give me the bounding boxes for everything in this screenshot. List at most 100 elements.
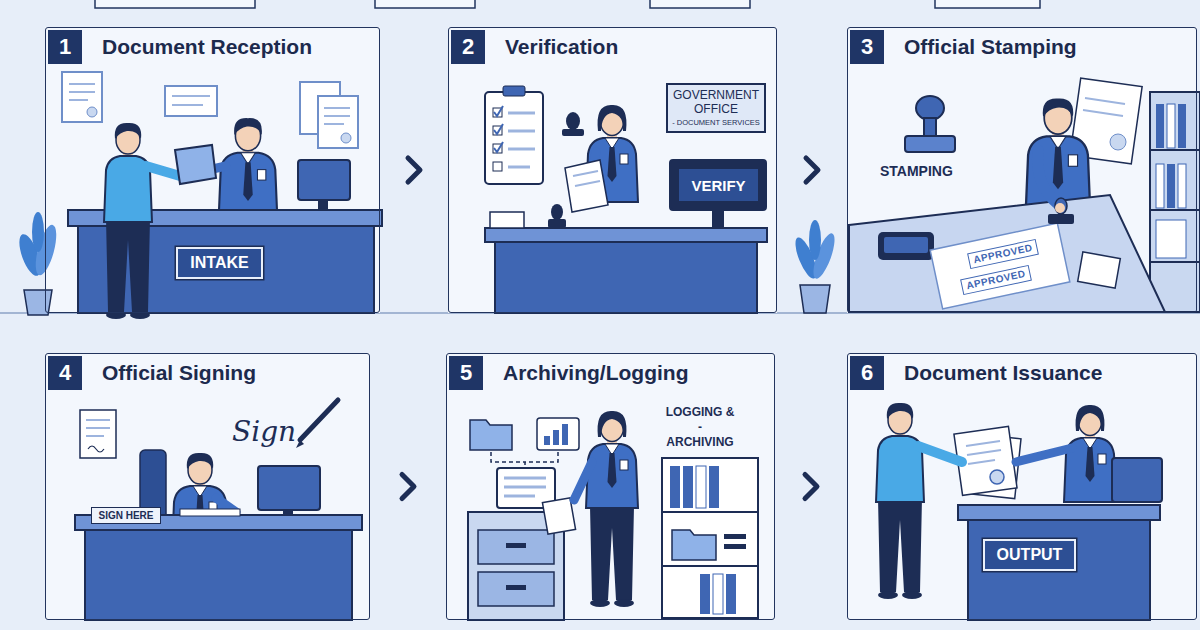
screen-box: VERIFY bbox=[679, 169, 758, 201]
archiving-scene bbox=[726, 574, 736, 614]
verification-scene bbox=[575, 181, 600, 186]
archiving-scene bbox=[478, 572, 554, 606]
reception-scene bbox=[341, 133, 351, 143]
stamping-scene bbox=[930, 223, 1070, 309]
step-panel: 2VerificationGOVERNMENT OFFICE- DOCUMENT… bbox=[448, 27, 777, 313]
reception-scene bbox=[15, 72, 382, 319]
archiving-scene bbox=[700, 574, 710, 614]
archiving-scene bbox=[574, 462, 592, 500]
verification-scene bbox=[800, 285, 830, 313]
reception-scene bbox=[62, 72, 102, 122]
verification-scene bbox=[508, 148, 535, 151]
step-number: 6 bbox=[850, 356, 884, 390]
stamping-scene bbox=[1150, 92, 1200, 312]
archiving-scene bbox=[478, 530, 554, 564]
reception-scene bbox=[318, 96, 358, 148]
background bbox=[935, 0, 1040, 8]
flow-arrow bbox=[380, 158, 448, 182]
step-number: 3 bbox=[850, 30, 884, 64]
signing-scene bbox=[258, 466, 320, 510]
background bbox=[650, 0, 750, 8]
stamping-scene bbox=[1156, 220, 1186, 258]
connector-line bbox=[370, 486, 446, 488]
step-number: 1 bbox=[48, 30, 82, 64]
reception-scene bbox=[24, 290, 52, 315]
issuance-scene bbox=[967, 450, 1001, 455]
verification-scene bbox=[712, 210, 724, 228]
archiving-scene bbox=[506, 585, 526, 590]
archiving-scene bbox=[724, 534, 746, 539]
stamping-scene bbox=[916, 96, 944, 120]
flow-arrow bbox=[370, 475, 446, 499]
stamping-scene bbox=[1078, 252, 1121, 288]
signing-scene bbox=[180, 509, 240, 516]
signing-scene bbox=[296, 440, 304, 448]
box-label: OUTPUT bbox=[997, 546, 1063, 564]
archiving-scene bbox=[662, 565, 758, 567]
issuance-scene bbox=[990, 470, 1004, 484]
flow-arrow bbox=[775, 475, 847, 499]
verification-scene bbox=[565, 160, 608, 212]
issuance-scene bbox=[1016, 448, 1072, 462]
reception-scene bbox=[146, 166, 180, 176]
stamping-scene bbox=[1055, 203, 1065, 213]
archiving-scene bbox=[713, 574, 723, 614]
step-heading: Archiving/Logging bbox=[503, 359, 688, 387]
stamping-scene bbox=[1037, 150, 1060, 206]
step-number: 2 bbox=[451, 30, 485, 64]
box-label: SIGN HERE bbox=[98, 510, 153, 522]
stamping-scene bbox=[1167, 164, 1175, 208]
connector-line bbox=[380, 169, 448, 171]
reception-scene bbox=[324, 115, 350, 117]
verification-scene bbox=[508, 112, 535, 115]
archiving-scene bbox=[670, 466, 680, 508]
flow-arrow bbox=[777, 158, 847, 182]
reception-scene bbox=[69, 99, 88, 101]
stamping-scene bbox=[1110, 134, 1126, 150]
archiving-scene bbox=[709, 466, 719, 508]
issuance-scene bbox=[1112, 458, 1162, 502]
verification-scene bbox=[503, 86, 525, 96]
stamping-scene bbox=[1083, 110, 1123, 116]
signing-scene bbox=[86, 419, 110, 421]
verification-scene bbox=[485, 92, 543, 184]
dark-box: INTAKE bbox=[176, 247, 263, 279]
step-heading: Document Issuance bbox=[904, 359, 1102, 387]
archiving-scene bbox=[562, 424, 568, 445]
archiving-scene bbox=[504, 486, 546, 489]
background bbox=[95, 0, 255, 8]
signing-scene bbox=[75, 400, 362, 620]
step-heading: Official Stamping bbox=[904, 33, 1077, 61]
signing-scene bbox=[88, 446, 104, 452]
step-panel: 5Archiving/Logging bbox=[446, 353, 775, 620]
step-panel: 4Official SigningSIGN HERE bbox=[45, 353, 370, 620]
verification-scene bbox=[508, 166, 530, 169]
stamping-scene bbox=[1178, 104, 1186, 148]
step-heading: Official Signing bbox=[102, 359, 256, 387]
arrow-chevron bbox=[805, 475, 817, 499]
panel-fill bbox=[45, 353, 370, 620]
verification-scene bbox=[493, 162, 502, 171]
stamping-scene bbox=[1150, 149, 1200, 151]
stamping-scene bbox=[1055, 198, 1067, 214]
reception-scene bbox=[69, 83, 95, 85]
verification-scene bbox=[485, 228, 767, 242]
connector-line bbox=[777, 169, 847, 171]
arrow-chevron bbox=[408, 158, 420, 182]
stamping-scene bbox=[849, 195, 1165, 312]
connector-line bbox=[775, 486, 847, 488]
stamping-scene bbox=[849, 78, 1200, 312]
verification-scene bbox=[490, 212, 524, 228]
dark-box: OUTPUT bbox=[983, 539, 1076, 571]
issuance-scene bbox=[966, 441, 1000, 446]
background bbox=[375, 0, 475, 8]
stamping-scene bbox=[1150, 261, 1200, 263]
arrow-chevron bbox=[806, 158, 818, 182]
issuance-scene bbox=[1064, 405, 1116, 502]
reception-scene bbox=[32, 212, 44, 252]
logging-caption: LOGGING & - ARCHIVING bbox=[664, 405, 736, 450]
